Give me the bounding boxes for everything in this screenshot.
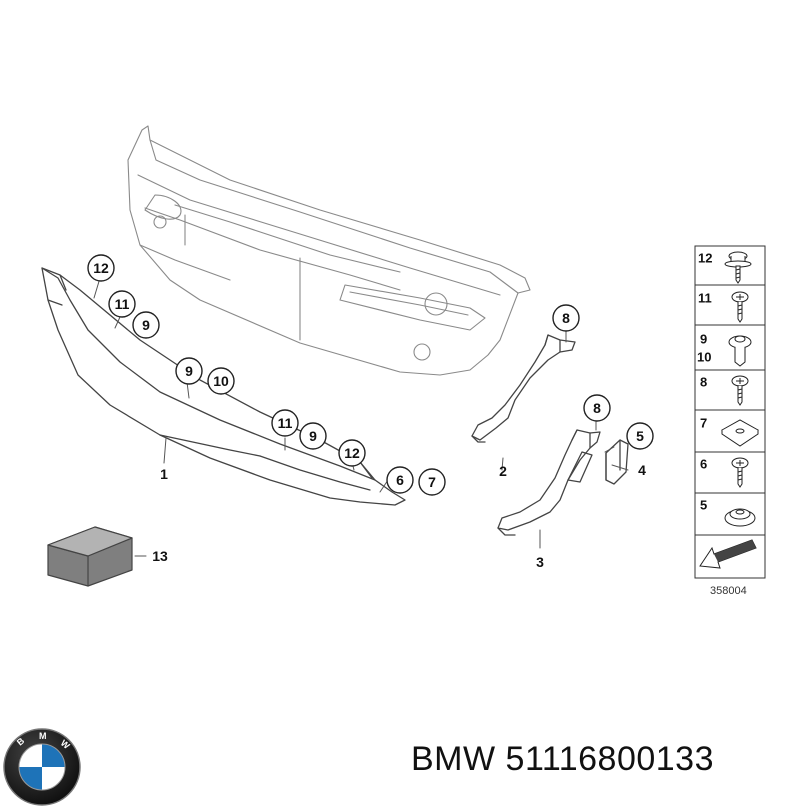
legend-label-11: 11 bbox=[698, 291, 712, 306]
clip-nut-icon bbox=[721, 419, 759, 447]
reference-number: 358004 bbox=[710, 585, 747, 597]
lower-trim-strip bbox=[41, 267, 406, 506]
callout-9a: 9 bbox=[142, 317, 150, 333]
legend-label-12: 12 bbox=[698, 251, 712, 266]
caption-brand: BMW bbox=[411, 740, 496, 778]
svg-text:M: M bbox=[39, 731, 47, 741]
oval-head-screw-icon bbox=[731, 291, 749, 323]
callout-13: 13 bbox=[152, 548, 168, 564]
callout-5-circle bbox=[626, 422, 654, 450]
legend-label-10: 10 bbox=[697, 350, 711, 365]
callout-6: 6 bbox=[396, 472, 404, 488]
callout-11c-circle bbox=[271, 409, 299, 437]
clip-bracket bbox=[605, 439, 629, 485]
callout-9c-circle bbox=[299, 422, 327, 450]
callout-2: 2 bbox=[499, 463, 507, 479]
callout-12a: 12 bbox=[93, 260, 109, 276]
legend-label-6: 6 bbox=[700, 457, 707, 472]
callout-11a-circle bbox=[108, 290, 136, 318]
legend-label-7: 7 bbox=[700, 416, 707, 431]
callout-12c-circle bbox=[338, 439, 366, 467]
svg-text:B: B bbox=[15, 735, 27, 747]
callout-8a-circle bbox=[552, 304, 580, 332]
corner-trim-right bbox=[497, 429, 601, 536]
callout-7-circle bbox=[418, 468, 446, 496]
oval-head-screw-icon bbox=[731, 375, 749, 406]
legend-label-5: 5 bbox=[700, 498, 707, 513]
callout-8b-circle bbox=[583, 394, 611, 422]
part-caption: BMW 51116800133 bbox=[411, 740, 714, 790]
callout-10b-circle bbox=[207, 367, 235, 395]
corner-trim-left bbox=[471, 334, 576, 443]
fastener-legend: 12 11 9 10 8 7 6 5 bbox=[694, 245, 766, 579]
callout-9a-circle bbox=[132, 311, 160, 339]
callout-4: 4 bbox=[638, 462, 646, 478]
callout-9b: 9 bbox=[185, 363, 193, 379]
box-part bbox=[47, 526, 133, 587]
callout-group bbox=[87, 254, 654, 496]
callout-5: 5 bbox=[636, 428, 644, 444]
callout-9c: 9 bbox=[309, 428, 317, 444]
callout-12c: 12 bbox=[344, 445, 360, 461]
callout-8a: 8 bbox=[562, 310, 570, 326]
callout-8b: 8 bbox=[593, 400, 601, 416]
bmw-logo: B M W bbox=[3, 728, 81, 806]
callout-1: 1 bbox=[160, 466, 168, 482]
caption-part-number: 51116800133 bbox=[505, 740, 715, 778]
arrow-icon bbox=[699, 539, 757, 569]
leader-lines bbox=[93, 277, 629, 557]
grommet-nut-icon bbox=[724, 508, 756, 527]
callout-10b: 10 bbox=[213, 373, 229, 389]
callout-11c: 11 bbox=[278, 415, 293, 431]
callout-9b-circle bbox=[175, 357, 203, 385]
callout-7: 7 bbox=[428, 474, 436, 490]
expansion-rivet-icon bbox=[728, 335, 752, 367]
callout-3: 3 bbox=[536, 554, 544, 570]
flange-screw-icon bbox=[724, 251, 752, 284]
callout-12a-circle bbox=[87, 254, 115, 282]
ghost-bumper-outline bbox=[127, 125, 531, 376]
callout-11a: 11 bbox=[115, 296, 130, 312]
legend-label-9: 9 bbox=[700, 332, 707, 347]
callout-6-circle bbox=[386, 466, 414, 494]
oval-head-screw-icon bbox=[731, 457, 749, 488]
legend-label-8: 8 bbox=[700, 375, 707, 390]
